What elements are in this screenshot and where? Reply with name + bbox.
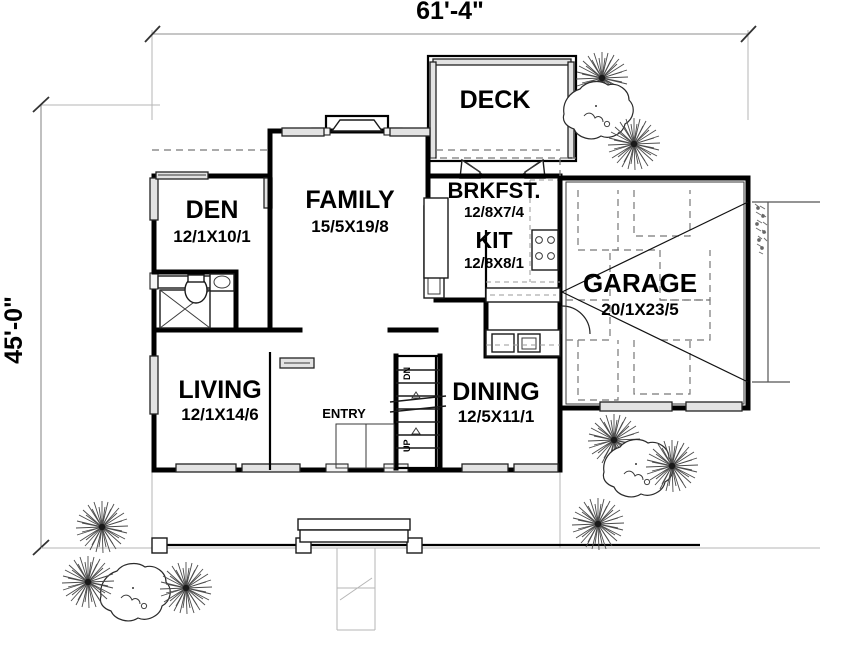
porch-column-left: [151, 537, 168, 554]
porch-column-right: [406, 537, 423, 554]
room-dim-garage: 20/1X23/5: [601, 300, 679, 319]
room-dim-kit: 12/8X8/1: [464, 255, 524, 272]
window-family-top-right: [389, 127, 431, 137]
porch-step-upper: [297, 518, 411, 531]
toilet-tank: [187, 274, 205, 283]
deck-rail-top: [432, 58, 572, 66]
room-label-den-group: DEN 12/1X10/1: [173, 196, 251, 246]
room-label-family-group: FAMILY 15/5X19/8: [305, 186, 395, 236]
deck-rail-left: [429, 61, 437, 159]
front-porch: [151, 518, 700, 631]
stair-down-label: DN: [402, 367, 412, 380]
room-label-den: DEN: [186, 196, 239, 224]
room-label-brkfst: BRKFST.: [448, 178, 541, 203]
room-dim-family: 15/5X19/8: [311, 217, 389, 236]
window-den-left: [149, 177, 159, 221]
room-label-garage: GARAGE: [583, 268, 697, 298]
overall-width-label: 61'-4": [416, 0, 484, 25]
window-living-left: [149, 355, 159, 415]
stair-up-label: UP: [402, 439, 412, 452]
window-living-bottom-1: [175, 463, 237, 473]
kitchen-fixtures: [423, 179, 561, 303]
room-label-family: FAMILY: [305, 186, 395, 214]
room-label-brkfst-group: BRKFST. 12/8X7/4: [448, 178, 541, 221]
room-label-dining-group: DINING 12/5X11/1: [452, 378, 540, 426]
room-dim-dining: 12/5X11/1: [458, 407, 535, 426]
laundry-fixtures: [485, 329, 561, 357]
room-label-living: LIVING: [178, 376, 261, 404]
room-label-living-group: LIVING 12/1X14/6: [178, 376, 261, 424]
garage-door-right: [685, 401, 743, 412]
window-dining-bottom-2: [513, 463, 559, 473]
dimension-top: 61'-4": [144, 0, 757, 120]
room-dim-brkfst: 12/8X7/4: [464, 204, 525, 221]
powder-bath: [157, 273, 235, 329]
room-label-kit: KIT: [475, 227, 512, 253]
sink-basin-icon: [213, 275, 231, 289]
garage-structure: [557, 175, 751, 412]
refrigerator-icon: [423, 197, 449, 279]
room-label-deck: DECK: [460, 86, 531, 114]
door-den-top: [155, 171, 209, 180]
room-label-garage-group: GARAGE 20/1X23/5: [583, 268, 697, 319]
entry-closet: [335, 423, 395, 469]
window-family-top-left: [281, 127, 325, 137]
washer-icon: [491, 333, 515, 353]
porch-step-lower: [299, 529, 409, 543]
window-bath-left: [149, 272, 159, 290]
window-dining-bottom-1: [461, 463, 509, 473]
room-label-dining: DINING: [452, 378, 540, 406]
overall-height-label: 45'-0": [0, 296, 28, 364]
room-dim-living: 12/1X14/6: [181, 405, 259, 424]
room-dim-den: 12/1X10/1: [173, 227, 251, 246]
staircase: DN UP: [389, 353, 447, 471]
bay-window-bumpout: [281, 114, 431, 137]
driveway: [752, 201, 820, 383]
room-label-entry: ENTRY: [322, 406, 366, 421]
room-label-kit-group: KIT 12/8X8/1: [464, 227, 524, 272]
roof-overhang-dashed: [152, 149, 561, 176]
kitchen-counter-bottom: [485, 287, 561, 303]
range-icon: [531, 229, 559, 271]
garage-door-left: [599, 401, 673, 412]
